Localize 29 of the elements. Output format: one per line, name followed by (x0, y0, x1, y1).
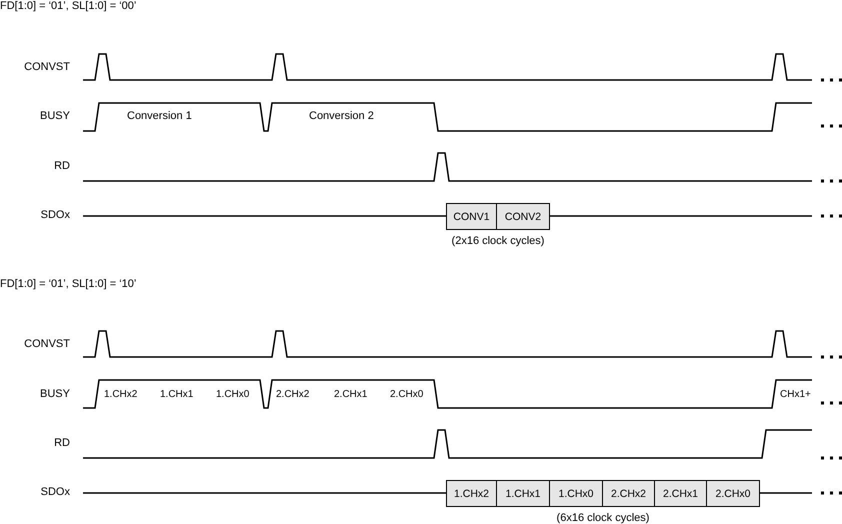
signal-name: RD (53, 160, 70, 173)
channel-label: 2.CHx2 (276, 388, 310, 401)
data-frame-cell: 1.CHx2 (446, 480, 497, 507)
channel-label: 2.CHx0 (390, 388, 424, 401)
cycle-count-note: (2x16 clock cycles) (452, 235, 544, 248)
data-frame-cell: 1.CHx1 (497, 480, 550, 507)
signal-name: SDOx (40, 486, 70, 499)
data-frame-cell: CONV2 (497, 203, 550, 230)
channel-label: 2.CHx1 (334, 388, 368, 401)
data-frame-cell: 1.CHx0 (550, 480, 603, 507)
data-frame-cell: 2.CHx1 (655, 480, 707, 507)
channel-label: 1.CHx0 (216, 388, 250, 401)
channel-label: 1.CHx1 (160, 388, 194, 401)
cycle-count-note: (6x16 clock cycles) (556, 512, 650, 524)
signal-name: CONVST (23, 338, 70, 351)
signal-name: SDOx (40, 209, 70, 222)
section-heading: FD[1:0] = ‘01’, SL[1:0] = ‘00’ (0, 0, 136, 13)
channel-label: 1.CHx2 (104, 388, 138, 401)
signal-name: BUSY (39, 388, 70, 401)
channel-label: CHx1+ (780, 388, 811, 401)
data-frame-cell: CONV1 (446, 203, 497, 230)
signal-name: CONVST (23, 61, 70, 74)
phase-label: Conversion 1 (127, 110, 192, 123)
phase-label: Conversion 2 (309, 110, 374, 123)
data-frame-cell: 2.CHx2 (603, 480, 655, 507)
signal-name: BUSY (39, 110, 70, 123)
data-frame-cell: 2.CHx0 (707, 480, 760, 507)
signal-name: RD (53, 437, 70, 450)
section-heading: FD[1:0] = ‘01’, SL[1:0] = ‘10’ (0, 278, 136, 291)
